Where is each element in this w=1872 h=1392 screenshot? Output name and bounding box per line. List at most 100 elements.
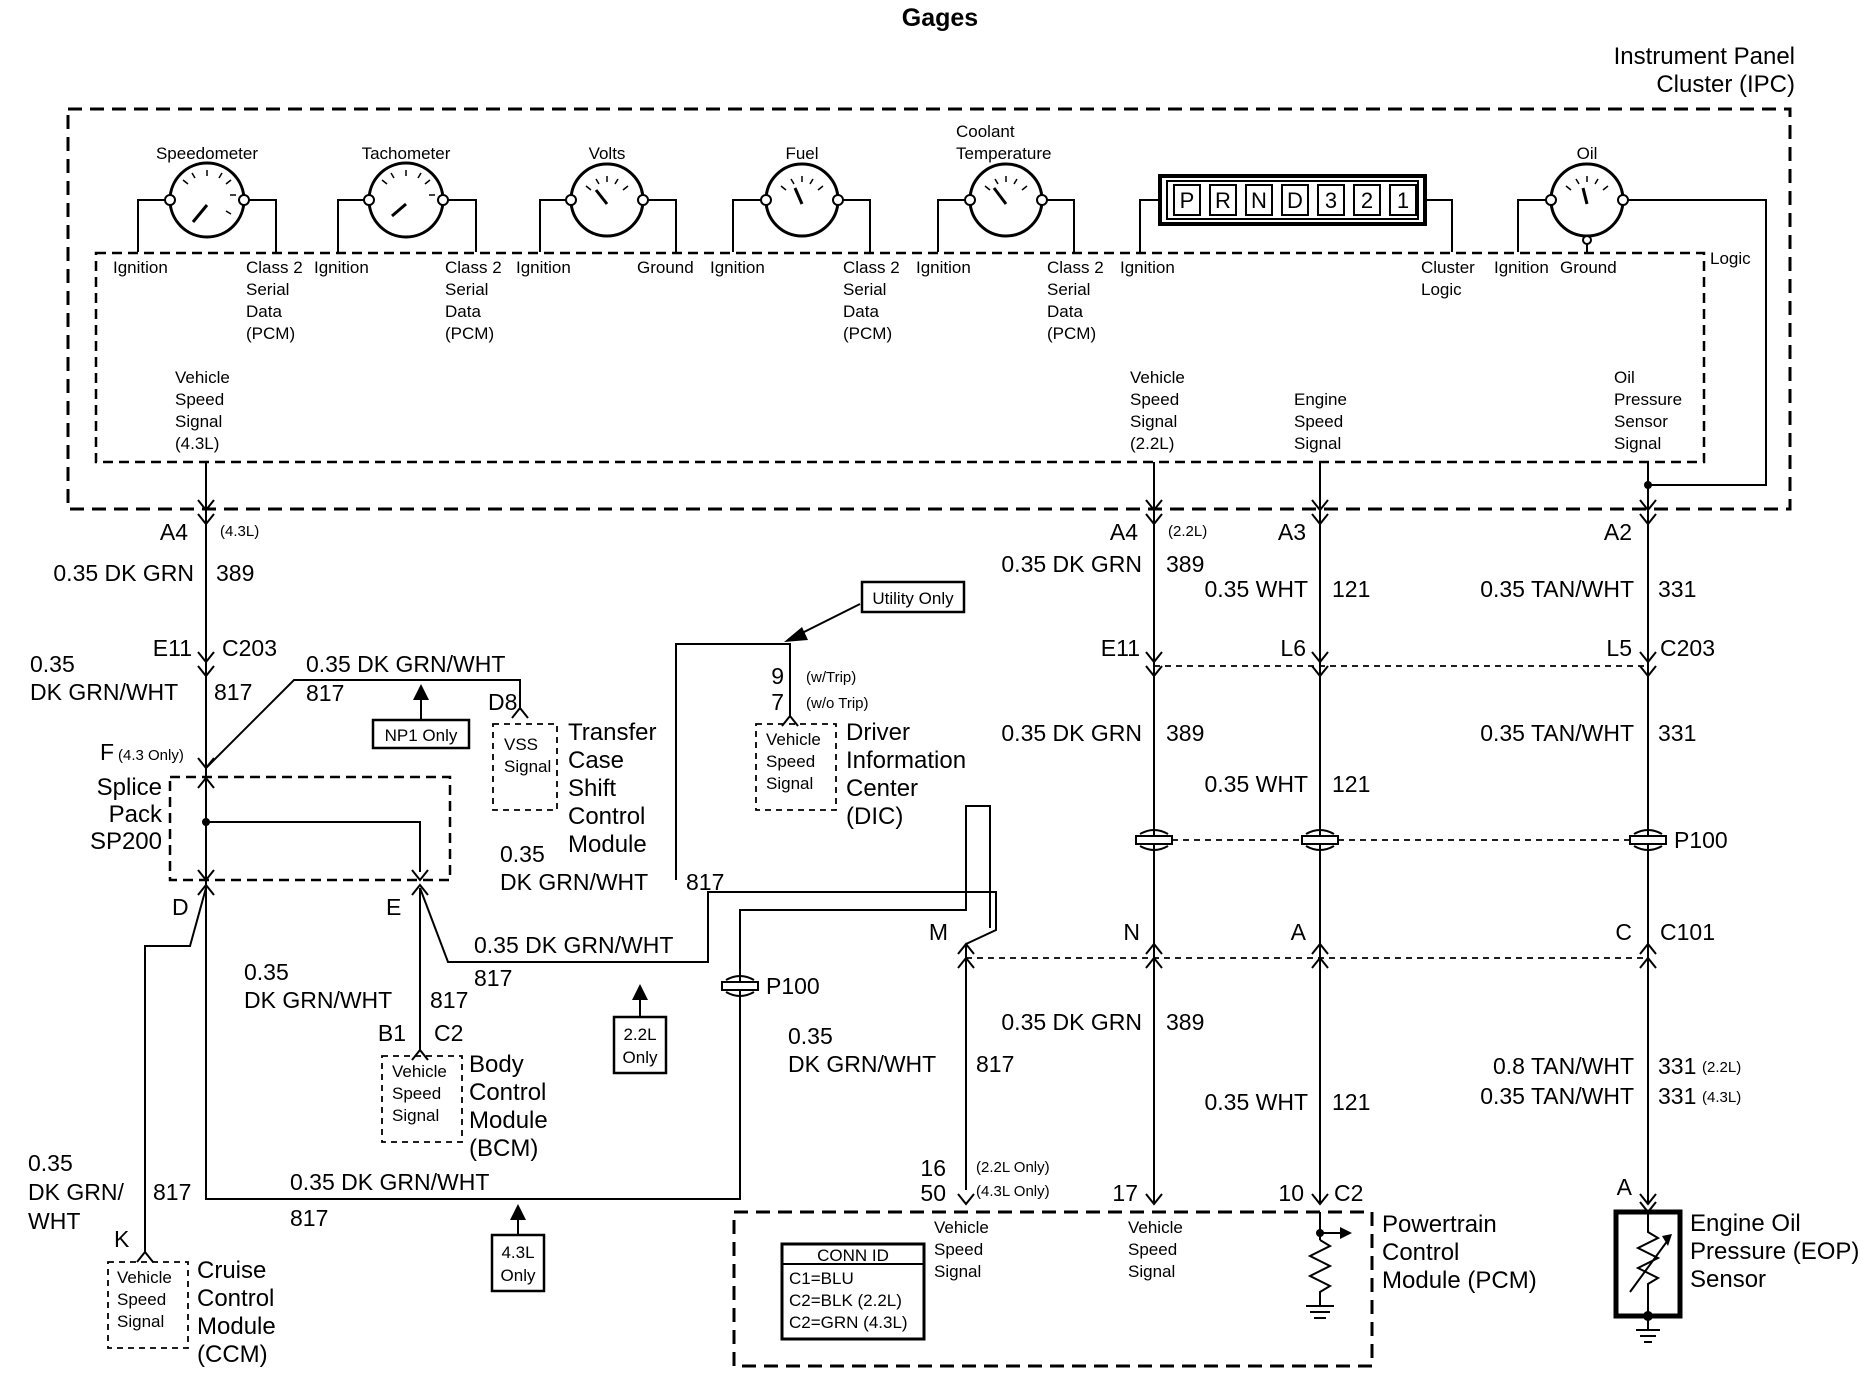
wire-color: WHT <box>28 1208 80 1234</box>
p100-left <box>721 975 759 997</box>
p100-right <box>1135 829 1667 851</box>
tccm-label: Transfer <box>568 719 656 746</box>
pin-16: 16 <box>920 1155 946 1181</box>
conn-c101: C101 <box>1660 919 1715 945</box>
dic-signal: Vehicle <box>766 730 821 749</box>
utility-note-box <box>860 580 966 614</box>
gauge-fuel: Fuel Ignition Class 2 Serial Data (PCM) <box>710 144 900 343</box>
ipc-signal-oil-pressure: Oil Pressure Sensor Signal <box>1614 368 1682 453</box>
utility-pointer-head <box>784 627 808 642</box>
gauge-label: Coolant <box>956 122 1015 141</box>
svg-text:Oil: Oil <box>1614 368 1635 387</box>
wire-817-4-3 <box>205 805 991 1200</box>
gauge-label: Tachometer <box>362 144 451 163</box>
svg-text:Signal: Signal <box>1130 412 1177 431</box>
pin-a-eop: A <box>1617 1174 1633 1200</box>
wire-color: DK GRN/WHT <box>30 679 178 705</box>
ccm-signal: Vehicle <box>117 1268 172 1287</box>
bcm-label: Body <box>469 1051 524 1078</box>
wire-number: 331 <box>1658 1083 1696 1109</box>
svg-text:Signal: Signal <box>1294 434 1341 453</box>
prnd-letter: 3 <box>1325 188 1337 213</box>
wire-color: 0.35 DK GRN/WHT <box>306 651 505 677</box>
conn-dic-7: 7 <box>771 689 784 715</box>
conn-a4-note: (4.3L) <box>220 523 259 540</box>
ipc-signal-vss-2-2: Vehicle Speed Signal (2.2L) <box>1130 368 1185 453</box>
bcm-label: Control <box>469 1079 546 1106</box>
conn-l5: L5 <box>1606 635 1632 661</box>
gauge-right-label: Serial <box>1047 280 1090 299</box>
pcm-label: Powertrain <box>1382 1211 1497 1238</box>
wire-number: 389 <box>1166 1009 1204 1035</box>
splice-branch <box>206 821 421 872</box>
ccm-signal: Signal <box>117 1312 164 1331</box>
splice-pack-box <box>168 775 452 882</box>
splice-pin-f <box>197 776 215 789</box>
gauge-tachometer: Tachometer Ignition Class 2 Serial Data … <box>314 144 502 343</box>
wire-number: 331 <box>1658 720 1696 746</box>
eop-ground <box>1636 1316 1660 1343</box>
svg-text:Speed: Speed <box>1294 412 1343 431</box>
conn-id-line: C1=BLU <box>789 1269 854 1288</box>
pcm-signal: Signal <box>1128 1262 1175 1281</box>
wire-color: DK GRN/ <box>28 1179 124 1205</box>
wire-number: 389 <box>1166 720 1204 746</box>
pcm-box <box>732 1210 1374 1368</box>
tccm-signal: Signal <box>504 757 551 776</box>
gauge-right-label: Class 2 <box>1047 258 1104 277</box>
wire-color: 0.35 TAN/WHT <box>1480 576 1634 602</box>
ipc-label: Instrument Panel <box>1614 43 1795 70</box>
ipc-label: Cluster (IPC) <box>1656 71 1795 98</box>
gauge-right-label: Data <box>246 302 282 321</box>
conn-p100: P100 <box>1674 827 1728 853</box>
wire-note: (2.2L) <box>1702 1059 1741 1076</box>
only22-note: 2.2L <box>623 1025 656 1044</box>
dic-label: Information <box>846 747 966 774</box>
wire-color: 0.35 <box>788 1023 833 1049</box>
gauge-label: Temperature <box>956 144 1051 163</box>
only22-note: Only <box>623 1048 658 1067</box>
ipc-signal-vss-4-3: Vehicle Speed Signal (4.3L) <box>175 368 230 453</box>
prnd-cell <box>1389 184 1417 216</box>
only43-pointer-head <box>510 1204 526 1220</box>
pcm-pins <box>957 1193 1657 1206</box>
conn-b1: B1 <box>378 1020 406 1046</box>
conn-p100: P100 <box>766 973 820 999</box>
gauge-speedometer: Speedometer Ignition Class 2 Serial Data… <box>113 144 303 343</box>
gauge-coolant-temperature: Coolant Temperature Ignition Class 2 Ser… <box>916 122 1104 343</box>
conn-id-box <box>780 1242 926 1341</box>
prnd-right-label: Cluster <box>1421 258 1475 277</box>
ipc-outer-box <box>66 107 1792 511</box>
bcm-pin-arrow <box>411 1048 429 1061</box>
wire-color: 0.35 DK GRN/WHT <box>290 1169 489 1195</box>
svg-text:Vehicle: Vehicle <box>1130 368 1185 387</box>
gauge-right-label: Serial <box>445 280 488 299</box>
svg-text:Speed: Speed <box>1130 390 1179 409</box>
wire-note: (4.3L) <box>1702 1089 1741 1106</box>
ipc-signal-engine-speed: Engine Speed Signal <box>1294 390 1347 453</box>
conn-c203: C203 <box>222 635 277 661</box>
conn-id-line: C2=GRN (4.3L) <box>789 1313 908 1332</box>
gauge-right-label: (PCM) <box>246 324 295 343</box>
conn-a3: A3 <box>1278 519 1306 545</box>
logic-label: Logic <box>1710 249 1751 268</box>
wire-817-to-dic <box>675 643 791 880</box>
wire-color: 0.35 DK GRN <box>1001 720 1142 746</box>
conn-e: E <box>386 894 401 920</box>
conn-id-line: C2=BLK (2.2L) <box>789 1291 902 1310</box>
wire-color: 0.35 DK GRN <box>1001 1009 1142 1035</box>
svg-text:Speed: Speed <box>175 390 224 409</box>
tccm-signal: VSS <box>504 735 538 754</box>
conn-e11: E11 <box>1101 635 1140 661</box>
wire-number: 817 <box>153 1179 191 1205</box>
gauge-right-label: Serial <box>843 280 886 299</box>
splice-label: Splice <box>97 774 162 801</box>
gauge-oil: Oil Ignition Ground <box>1494 144 1767 486</box>
conn-m: M <box>929 919 948 945</box>
wire-color: 0.35 <box>244 959 289 985</box>
wire-number: 121 <box>1332 771 1370 797</box>
conn-f-note: (4.3 Only) <box>118 747 184 764</box>
conn-l6: L6 <box>1280 635 1306 661</box>
